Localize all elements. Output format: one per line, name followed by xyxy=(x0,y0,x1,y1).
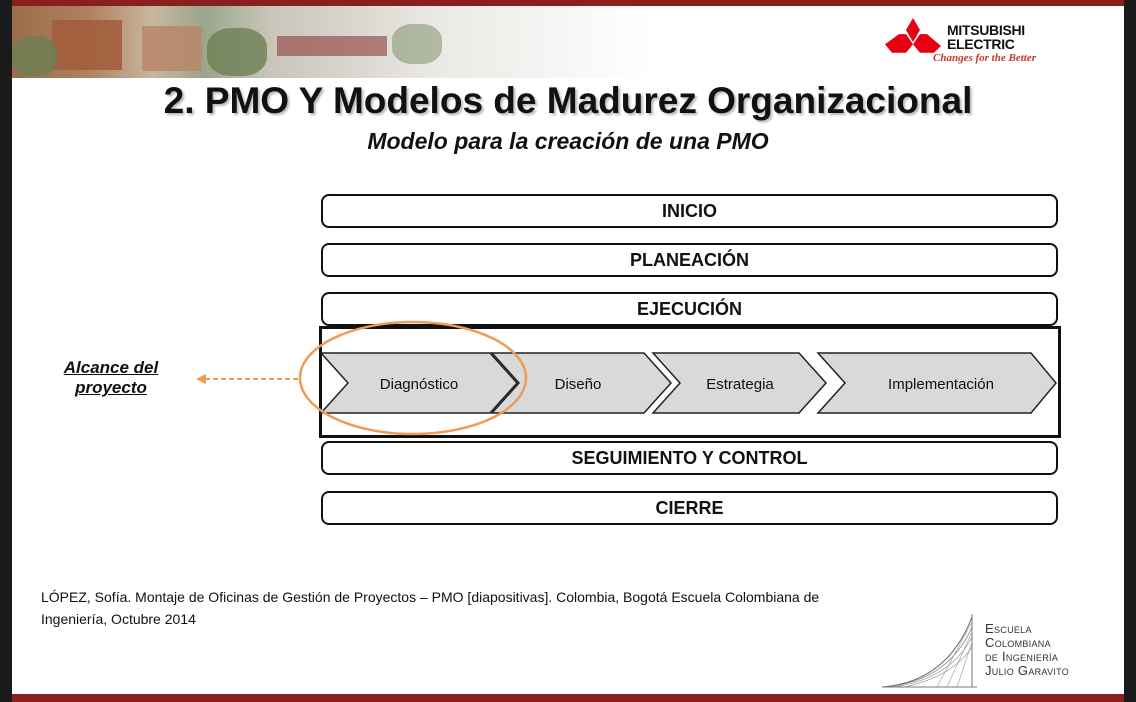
phase-cierre: CIERRE xyxy=(321,491,1058,525)
brand-tagline: Changes for the Better xyxy=(933,52,1036,64)
slide-subtitle: Modelo para la creación de una PMO xyxy=(367,128,769,154)
step-diseno: Diseño xyxy=(490,352,673,414)
execution-stage-box xyxy=(319,326,1061,438)
scope-annotation-line2: proyecto xyxy=(75,378,147,397)
phase-seguimiento-control: SEGUIMIENTO Y CONTROL xyxy=(321,441,1058,475)
step-diseno-label: Diseño xyxy=(555,376,602,393)
escuela-line4: Julio Garavito xyxy=(985,663,1070,678)
top-bar xyxy=(12,0,1124,6)
escuela-line1: Escuela xyxy=(985,621,1032,636)
step-estrategia-label: Estrategia xyxy=(706,376,774,393)
phase-ejecucion: EJECUCIÓN xyxy=(321,292,1058,326)
scope-annotation-line1: Alcance del xyxy=(63,358,159,377)
brand-name-line2: ELECTRIC xyxy=(947,36,1015,52)
escuela-arc-mark-icon xyxy=(881,614,977,688)
escuela-line2: Colombiana xyxy=(985,635,1051,650)
citation-line1: LÓPEZ, Sofía. Montaje de Oficinas de Ges… xyxy=(41,589,820,605)
slide-title: 2. PMO Y Modelos de Madurez Organizacion… xyxy=(163,80,973,121)
campus-banner-image xyxy=(12,6,652,78)
step-implementacion: Implementación xyxy=(816,352,1057,414)
scope-annotation: Alcance del proyecto xyxy=(36,358,186,398)
escuela-line3: de Ingeniería xyxy=(985,649,1059,664)
mitsubishi-electric-logo: MITSUBISHI ELECTRIC Changes for the Bett… xyxy=(879,12,1094,90)
execution-steps-diagram: Diagnóstico Diseño Estrategia Implementa… xyxy=(196,320,1057,436)
citation: LÓPEZ, Sofía. Montaje de Oficinas de Ges… xyxy=(41,586,1101,630)
phase-planeacion: PLANEACIÓN xyxy=(321,243,1058,277)
scope-highlight-ellipse xyxy=(298,320,528,436)
slide: MITSUBISHI ELECTRIC Changes for the Bett… xyxy=(12,0,1124,702)
three-diamonds-icon xyxy=(885,18,941,53)
step-estrategia: Estrategia xyxy=(651,352,828,414)
bottom-bar xyxy=(12,694,1124,702)
step-diagnostico: Diagnóstico xyxy=(319,352,519,414)
scope-arrow-head-icon xyxy=(196,374,206,384)
step-implementacion-label: Implementación xyxy=(888,376,994,393)
phase-inicio: INICIO xyxy=(321,194,1058,228)
brand-name-line1: MITSUBISHI xyxy=(947,22,1025,38)
escuela-colombiana-logo: Escuela Colombiana de Ingeniería Julio G… xyxy=(877,612,1097,692)
escuela-name: Escuela Colombiana de Ingeniería Julio G… xyxy=(985,622,1069,678)
step-diagnostico-label: Diagnóstico xyxy=(380,376,458,393)
citation-line2: Ingeniería, Octubre 2014 xyxy=(41,611,196,627)
